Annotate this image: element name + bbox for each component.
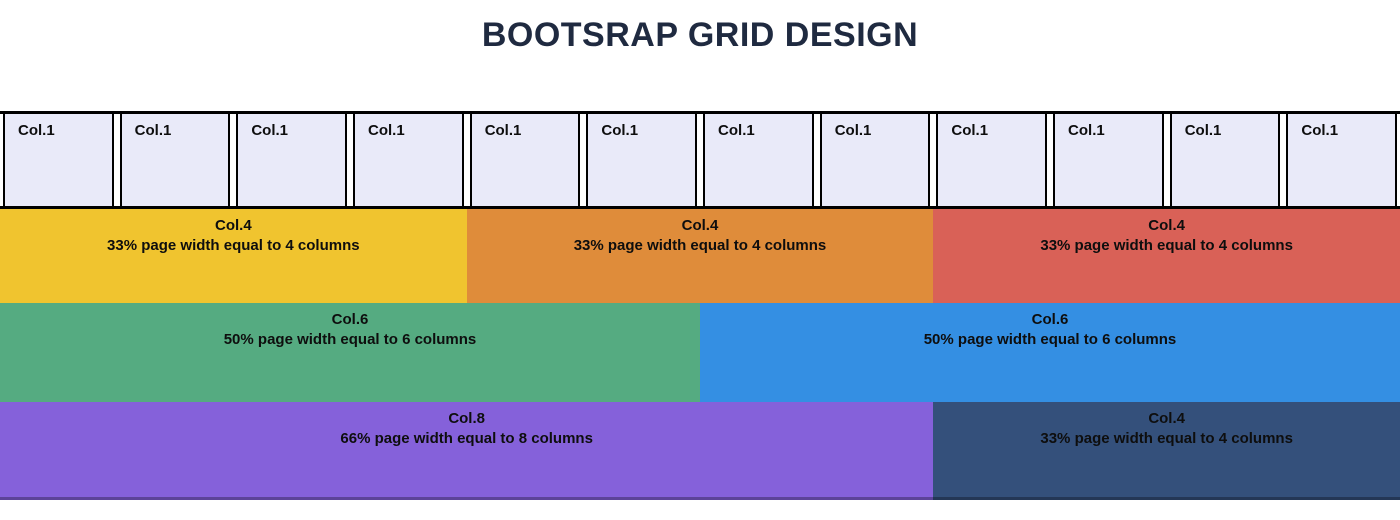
- col1-cell: Col.1: [236, 114, 348, 206]
- col1-cell: Col.1: [703, 114, 814, 206]
- block-label: Col.6: [331, 311, 369, 328]
- col4-block-red: Col.4 33% page width equal to 4 columns: [933, 209, 1400, 303]
- row-col8-col4-blocks: Col.8 66% page width equal to 8 columns …: [0, 402, 1400, 500]
- col1-cell: Col.1: [1286, 114, 1398, 206]
- col6-block-green: Col.6 50% page width equal to 6 columns: [0, 303, 700, 402]
- col4-block-navy: Col.4 33% page width equal to 4 columns: [933, 402, 1400, 500]
- col1-cell: Col.1: [119, 114, 231, 206]
- block-desc: 33% page width equal to 4 columns: [1040, 430, 1293, 447]
- row-twelve-columns: Col.1 Col.1 Col.1 Col.1 Col.1 Col.1 Col.…: [0, 111, 1400, 209]
- col6-block-blue: Col.6 50% page width equal to 6 columns: [700, 303, 1400, 402]
- col8-block-purple: Col.8 66% page width equal to 8 columns: [0, 402, 934, 500]
- row-two-col6-blocks: Col.6 50% page width equal to 6 columns …: [0, 303, 1400, 402]
- col1-cell: Col.1: [819, 114, 931, 206]
- grid-demo: Col.1 Col.1 Col.1 Col.1 Col.1 Col.1 Col.…: [0, 111, 1400, 500]
- block-desc: 33% page width equal to 4 columns: [573, 237, 827, 254]
- col4-block-yellow: Col.4 33% page width equal to 4 columns: [0, 209, 467, 303]
- col4-block-orange: Col.4 33% page width equal to 4 columns: [466, 209, 934, 303]
- block-desc: 33% page width equal to 4 columns: [107, 237, 360, 254]
- block-desc: 50% page width equal to 6 columns: [223, 331, 477, 348]
- block-desc: 33% page width equal to 4 columns: [1040, 237, 1293, 254]
- page-title: BOOTSRAP GRID DESIGN: [481, 16, 919, 54]
- col1-cell: Col.1: [1169, 114, 1281, 206]
- col1-cell: Col.1: [936, 114, 1048, 206]
- block-label: Col.4: [681, 217, 719, 234]
- block-label: Col.4: [214, 217, 252, 234]
- col1-cell: Col.1: [353, 114, 464, 206]
- block-label: Col.8: [448, 410, 485, 427]
- block-label: Col.6: [1031, 311, 1069, 328]
- col1-cell: Col.1: [469, 114, 581, 206]
- block-desc: 50% page width equal to 6 columns: [923, 331, 1177, 348]
- row-three-col4-blocks: Col.4 33% page width equal to 4 columns …: [0, 209, 1400, 303]
- col1-cell: Col.1: [1053, 114, 1164, 206]
- col1-cell: Col.1: [586, 114, 698, 206]
- block-desc: 66% page width equal to 8 columns: [340, 430, 593, 447]
- col1-cell: Col.1: [3, 114, 114, 206]
- block-label: Col.4: [1148, 217, 1185, 234]
- block-label: Col.4: [1148, 410, 1185, 427]
